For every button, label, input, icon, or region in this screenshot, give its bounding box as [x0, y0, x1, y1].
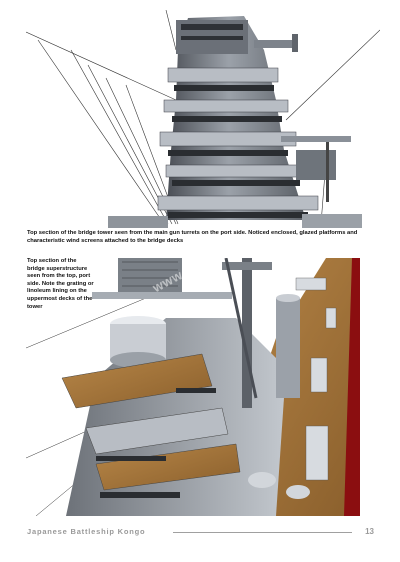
footer-rule	[173, 532, 352, 533]
footer-book-title: Japanese Battleship Kongo	[27, 527, 146, 536]
page-footer: Japanese Battleship Kongo 13	[27, 527, 374, 539]
bridge-tower-render	[26, 10, 380, 228]
side-figure-caption: Top section of the bridge superstructure…	[27, 258, 94, 310]
page-number: 13	[365, 527, 374, 536]
top-figure-caption: Top section of the bridge tower seen fro…	[27, 230, 358, 244]
bridge-superstructure-render	[26, 258, 360, 516]
